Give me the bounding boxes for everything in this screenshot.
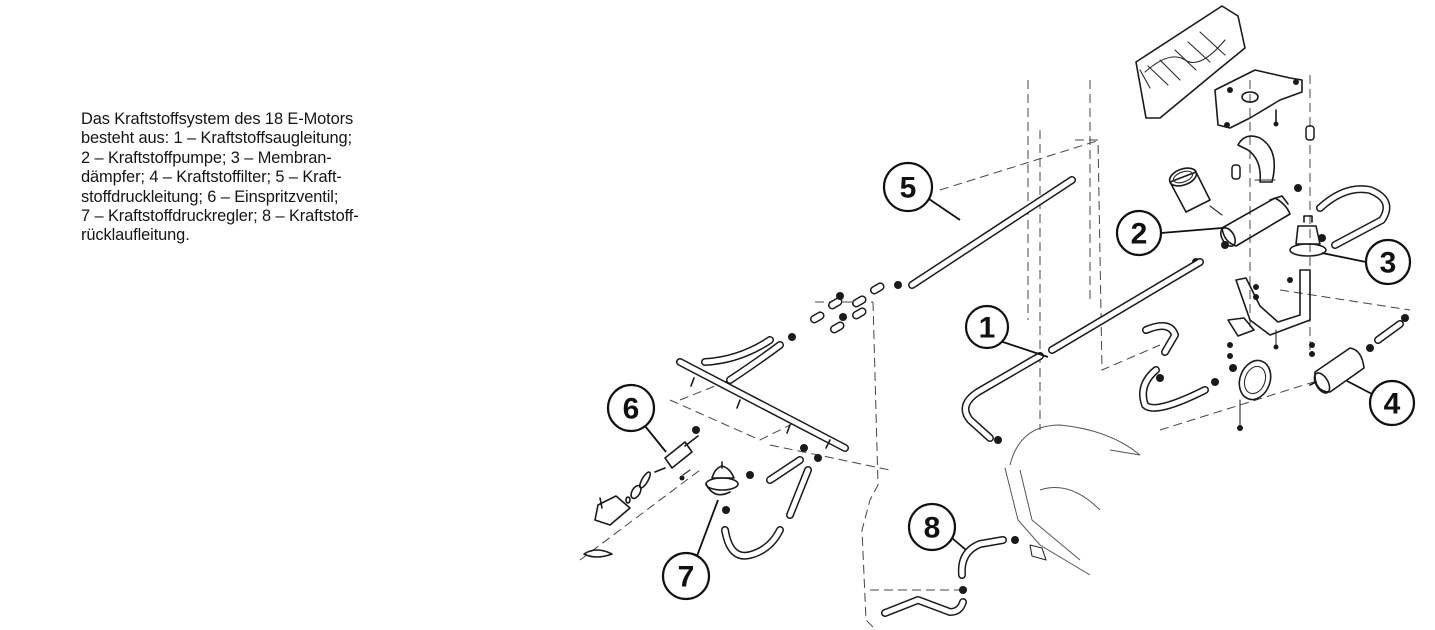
callout-1: 1: [964, 304, 1049, 358]
callout-label: 4: [1384, 388, 1401, 421]
caption-line: Das Kraftstoffsystem des 18 E-Motors: [81, 110, 354, 128]
callout-2: 2: [1115, 209, 1223, 257]
caption-text: Das Kraftstoffsystem des 18 E-Motors bes…: [81, 110, 511, 246]
caption-line: dämpfer; 4 – Kraftstoffilter; 5 – Kraft-: [81, 168, 342, 187]
pump-sleeve: [1168, 167, 1223, 216]
callout-4: 4: [1346, 379, 1416, 427]
filter-outlet-hose: [1374, 320, 1404, 344]
callout-6: 6: [606, 383, 667, 453]
injector: [583, 426, 700, 558]
fuel-tank: [1004, 424, 1141, 576]
hose-clamps: [1156, 184, 1409, 386]
membrane-damper: [1289, 215, 1327, 257]
fuel-filter: [1309, 347, 1365, 394]
callout-5: 5: [882, 161, 961, 221]
filter-return-hose: [1139, 322, 1209, 412]
callout-7: 7: [661, 499, 719, 601]
callout-label: 5: [900, 172, 917, 205]
rubber-mounts: [1231, 125, 1315, 180]
callout-label: 6: [623, 393, 640, 426]
callout-3: 3: [1321, 238, 1412, 286]
pump-bracket: [1227, 269, 1315, 359]
callout-label: 3: [1380, 247, 1397, 280]
callout-8: 8: [907, 502, 967, 552]
caption-line: 7 – Kraftstoffdruckregler; 8 – Kraftstof…: [81, 207, 359, 226]
suction-line: [961, 258, 1204, 444]
caption-line: 2 – Kraftstoffpumpe; 3 – Membran-: [81, 148, 332, 167]
callout-label: 1: [979, 312, 996, 345]
return-line: [881, 536, 1019, 617]
filter-grommet: [1237, 359, 1272, 431]
mounting-bracket: [1214, 69, 1303, 129]
callout-label: 2: [1131, 218, 1148, 251]
callout-label: 8: [924, 512, 941, 545]
caption-line: stoffdruckleitung; 6 – Einspritzventil;: [81, 187, 339, 206]
callout-label: 7: [678, 561, 695, 594]
pressure-regulator: [705, 461, 739, 514]
fuel-pump: [1219, 195, 1291, 247]
pressure-line: [788, 176, 1076, 341]
regulator-return-hose: [721, 456, 812, 560]
pump-elbow: [1237, 135, 1276, 183]
pump-outlet-hose: [1316, 185, 1391, 249]
fuel-rail: [676, 336, 849, 462]
caption-line: rücklaufleitung.: [81, 226, 190, 245]
heat-shield: [1135, 5, 1246, 119]
caption-line: besteht aus: 1 – Kraftstoffsaugleitung;: [81, 129, 352, 148]
assembly-guide-lines: [579, 75, 1411, 630]
